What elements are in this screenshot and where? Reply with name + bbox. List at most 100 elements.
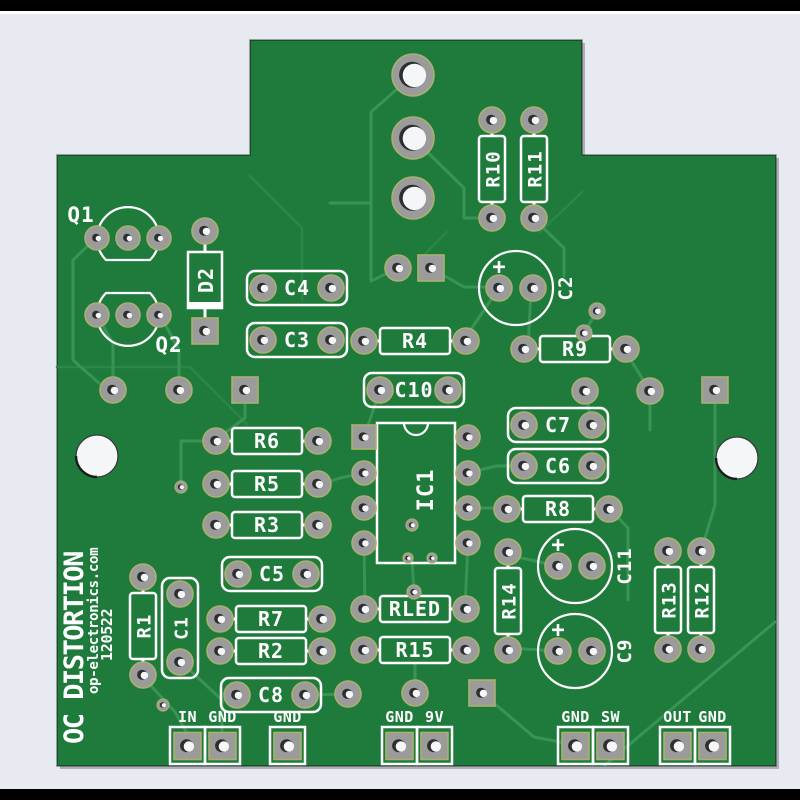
ic-IC1-pad-hole [466,540,473,547]
electrolytic-C2-body [477,249,555,327]
resistor-R1-label: R1 [134,614,156,639]
via-hole [431,556,435,560]
electrolytic-C9-pad-hole [555,647,564,656]
resistor-R6-label: R6 [254,429,280,453]
ic-IC1-pad-hole [466,470,473,477]
loose-pad-square-hole [428,264,437,273]
resistor-R1-body [128,591,158,661]
conn-in-pad-gnd-hole [218,741,230,752]
loose-pad-square-hole [242,386,251,395]
copper-trace [411,136,493,220]
electrolytic-C9-plus-mark: + [551,618,564,643]
resistor-R9-body [538,334,612,364]
resistor-R15-label: R15 [395,638,434,662]
capacitor-C1-pad-hole [177,590,186,599]
resistor-R4-label: R4 [402,329,428,353]
resistor-R12-pad-hole [698,547,707,556]
diode-D2-cathode-band [188,302,222,308]
capacitor-C7-pad-hole [521,421,530,430]
silk-text-board-url: op-electronics.com [86,548,102,694]
resistor-R2-pad-hole [217,647,226,656]
via-hole [582,330,588,337]
transistor-Q2-label: Q2 [155,333,182,357]
electrolytic-C2-label: C2 [555,276,577,301]
electrolytic-C9-pad-hole [589,647,598,656]
resistor-R4-body [378,326,452,356]
resistor-R8-pad-hole [504,505,513,514]
jack-pad-hole [402,186,427,211]
resistor-R7-pad-hole [319,615,328,624]
resistor-R15-body [378,635,452,665]
transistor-Q1-label: Q1 [67,203,94,227]
capacitor-C5-pad-hole [303,570,312,579]
ic-IC1-pad-hole [362,470,369,477]
silk-text-board-date: 120522 [98,609,116,661]
conn-pwr-label-gnd: GND [385,708,414,726]
conn-sw-label-gnd: GND [561,708,590,726]
resistor-R3-label: R3 [254,513,280,537]
loose-pad-round-hole [176,386,185,395]
resistor-R6-body [230,426,304,456]
conn-sw-cell [591,725,630,766]
loose-pad-square-hole [479,689,488,698]
transistor-Q2-pad-hole [157,312,164,319]
conn-out-label-gnd: GND [698,708,727,726]
jack-pad-hole [402,63,427,88]
loose-pad-round-hole [647,387,656,396]
conn-pwr-label-9v: 9V [425,708,444,726]
capacitor-C5-body [220,555,324,593]
transistor-Q2-pad-hole [126,312,133,319]
capacitor-C7-label: C7 [545,413,571,437]
capacitor-C6-body [506,447,610,485]
resistor-R3-body [230,510,304,540]
resistor-R13-pad-hole [665,547,674,556]
loose-pad-round-hole [395,264,404,273]
resistor-R8-body [521,494,595,524]
electrolytic-C11-plus-mark: + [551,533,564,558]
mounting-hole-shade [74,455,98,479]
resistor-R4-pad-hole [361,337,370,346]
capacitor-C8-pad-hole [234,691,243,700]
conn-pwr-pad-9v [420,731,449,761]
capacitor-C8-pad-hole [302,691,311,700]
copper-pour-edge [538,190,584,234]
transistor-Q2-pad-hole [95,312,102,319]
resistor-R8-label: R8 [545,497,571,521]
capacitor-C8-body [219,676,323,714]
capacitor-C10-body [362,371,466,409]
capacitor-C6-pad-hole [589,462,598,471]
resistor-R5-pad-hole [315,480,324,489]
conn-in-pad-in-hole [183,741,195,752]
via-hole [595,308,601,315]
resistor-R13-pad-hole [665,645,674,654]
loose-pad-round-hole [412,689,421,698]
ic-IC1-pad-1-hole [362,434,369,441]
resistor-R8-pad-hole [606,505,615,514]
conn-pwr-pad-gnd-hole [395,741,407,752]
copper-trace [328,73,415,205]
capacitor-C1-pad-hole [177,658,186,667]
mounting-hole-shade [714,457,738,481]
resistor-R14-body [493,566,523,636]
resistor-R11-body [519,134,549,204]
resistor-R9-pad-hole [623,345,632,354]
resistor-R12-label: R12 [692,581,714,618]
conn-in-label-in: IN [178,708,197,726]
copper-trace [699,388,717,553]
capacitor-C8-label: C8 [258,683,284,707]
via-hole [161,703,166,708]
electrolytic-C11-pad-hole [589,562,598,571]
resistor-R7-body [234,604,308,634]
ic-IC1-pin1-notch [402,422,430,437]
ic-IC1-pad-hole [466,434,473,441]
loose-pad-round-hole [110,386,119,395]
capacitor-C1-label: C1 [172,616,193,640]
conn-in-pad-in [173,731,202,761]
capacitor-C4-pad-hole [328,284,337,293]
resistor-R5-label: R5 [254,472,280,496]
resistor-R10-pad-hole [489,214,498,223]
ic-IC1-label: IC1 [414,469,439,512]
capacitor-C6-pad-hole [521,462,530,471]
resistor-R5-body [230,469,304,499]
copper-pour-edge [248,174,304,302]
